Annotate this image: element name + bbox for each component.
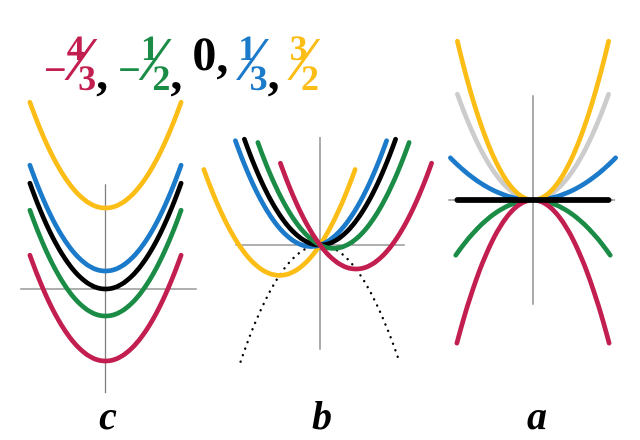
panel-label-a: a <box>527 393 547 438</box>
curve-c-yellow <box>27 99 184 211</box>
legend-value-blue: 1⁄3 <box>238 26 268 98</box>
fraction-slash: ⁄ <box>247 26 258 94</box>
fraction-slash: ⁄ <box>149 26 161 94</box>
legend-separator: , <box>170 47 183 100</box>
curve-b-blue <box>233 138 389 249</box>
legend-separator: , <box>96 47 109 100</box>
legend-value-crimson: −4⁄3 <box>44 26 97 98</box>
panel-label-b: b <box>312 393 332 438</box>
legend-value-green: −1⁄2 <box>118 26 171 98</box>
curve-b-green <box>255 140 412 251</box>
panel-label-c: c <box>99 393 117 438</box>
legend-separator: , <box>267 47 280 100</box>
envelope-dotted-curve <box>239 243 401 363</box>
curve-c-green <box>27 207 184 319</box>
fraction-slash: ⁄ <box>75 26 87 94</box>
legend-separator: , <box>216 30 229 83</box>
legend-value-yellow: 3⁄2 <box>289 26 320 98</box>
curve-c-blue <box>27 162 184 274</box>
curve-b-crimson <box>278 160 434 272</box>
legend-coefficient-values: −4⁄3,−1⁄2,0,1⁄3,3⁄2 <box>44 6 320 100</box>
fraction-slash: ⁄ <box>298 26 310 94</box>
legend-value-black: 0 <box>192 28 217 81</box>
curve-c-crimson <box>27 252 184 364</box>
curve-b-yellow <box>201 167 358 278</box>
curve-c-black <box>27 180 184 292</box>
